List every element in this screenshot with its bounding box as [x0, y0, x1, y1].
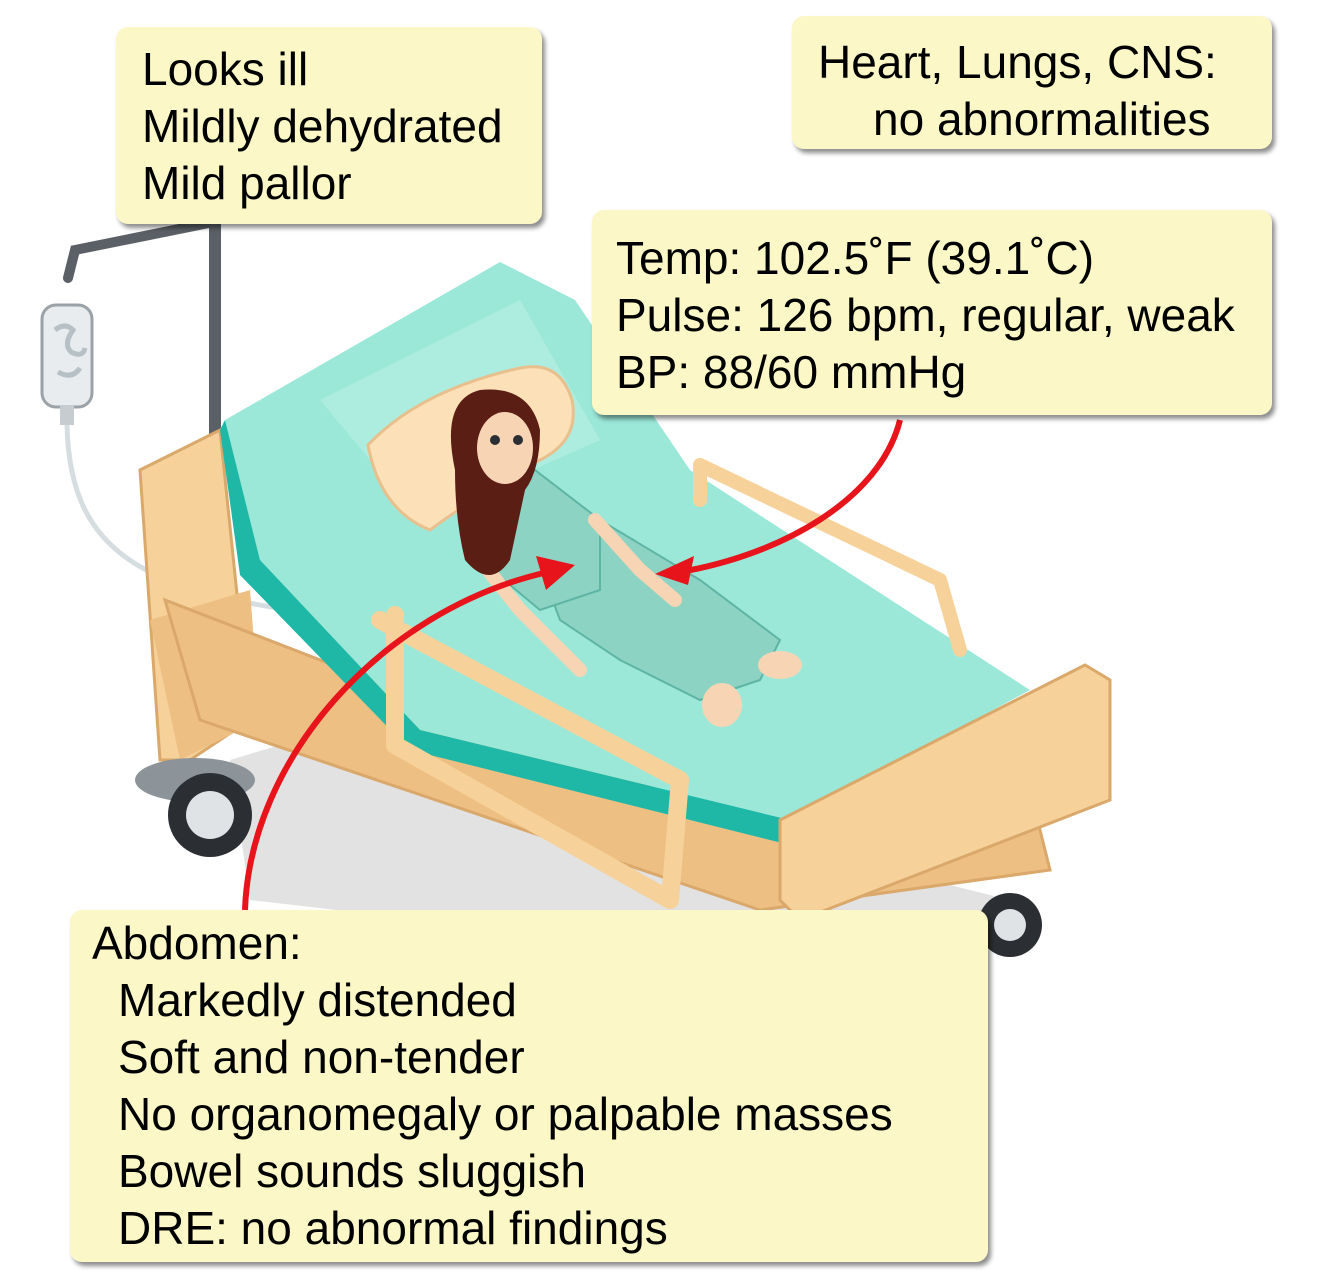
vitals-temp: Temp: 102.5˚F (39.1˚C) — [616, 232, 1095, 284]
abdomen-note: Abdomen: Markedly distended Soft and non… — [70, 910, 988, 1262]
abdomen-line-2: Soft and non-tender — [118, 1031, 525, 1083]
abdomen-line-3: No organomegaly or palpable masses — [118, 1088, 893, 1140]
bed-wheel — [135, 758, 255, 857]
vitals-pulse: Pulse: 126 bpm, regular, weak — [616, 289, 1235, 341]
side-rail-front — [371, 606, 689, 909]
general-line-1: Looks ill — [142, 43, 309, 95]
general-line-3: Mild pallor — [142, 157, 352, 209]
iv-drip-bag — [40, 303, 94, 425]
systems-note: Heart, Lungs, CNS: no abnormalities — [792, 16, 1272, 149]
abdomen-line-1: Markedly distended — [118, 974, 517, 1026]
vital-signs-note: Temp: 102.5˚F (39.1˚C) Pulse: 126 bpm, r… — [592, 210, 1272, 415]
arrowhead-abdomen — [536, 556, 575, 590]
general-line-2: Mildly dehydrated — [142, 100, 503, 152]
bed-footboard — [778, 663, 1112, 922]
abdomen-heading: Abdomen: — [92, 917, 302, 969]
abdomen-line-5: DRE: no abnormal findings — [118, 1202, 668, 1254]
vitals-bp: BP: 88/60 mmHg — [616, 346, 967, 398]
arrowhead-vitals — [655, 556, 694, 585]
abdomen-line-4: Bowel sounds sluggish — [118, 1145, 586, 1197]
systems-line-2: no abnormalities — [873, 93, 1211, 145]
side-rail-back — [693, 458, 967, 657]
arrow-abdomen-to-patient — [242, 569, 549, 911]
patient-girl — [450, 389, 802, 727]
general-appearance-note: Looks ill Mildly dehydrated Mild pallor — [116, 27, 542, 224]
bed-wheel — [978, 893, 1042, 957]
systems-line-1: Heart, Lungs, CNS: — [818, 36, 1217, 88]
arrows — [242, 419, 903, 911]
arrow-vitals-to-patient — [679, 419, 903, 575]
